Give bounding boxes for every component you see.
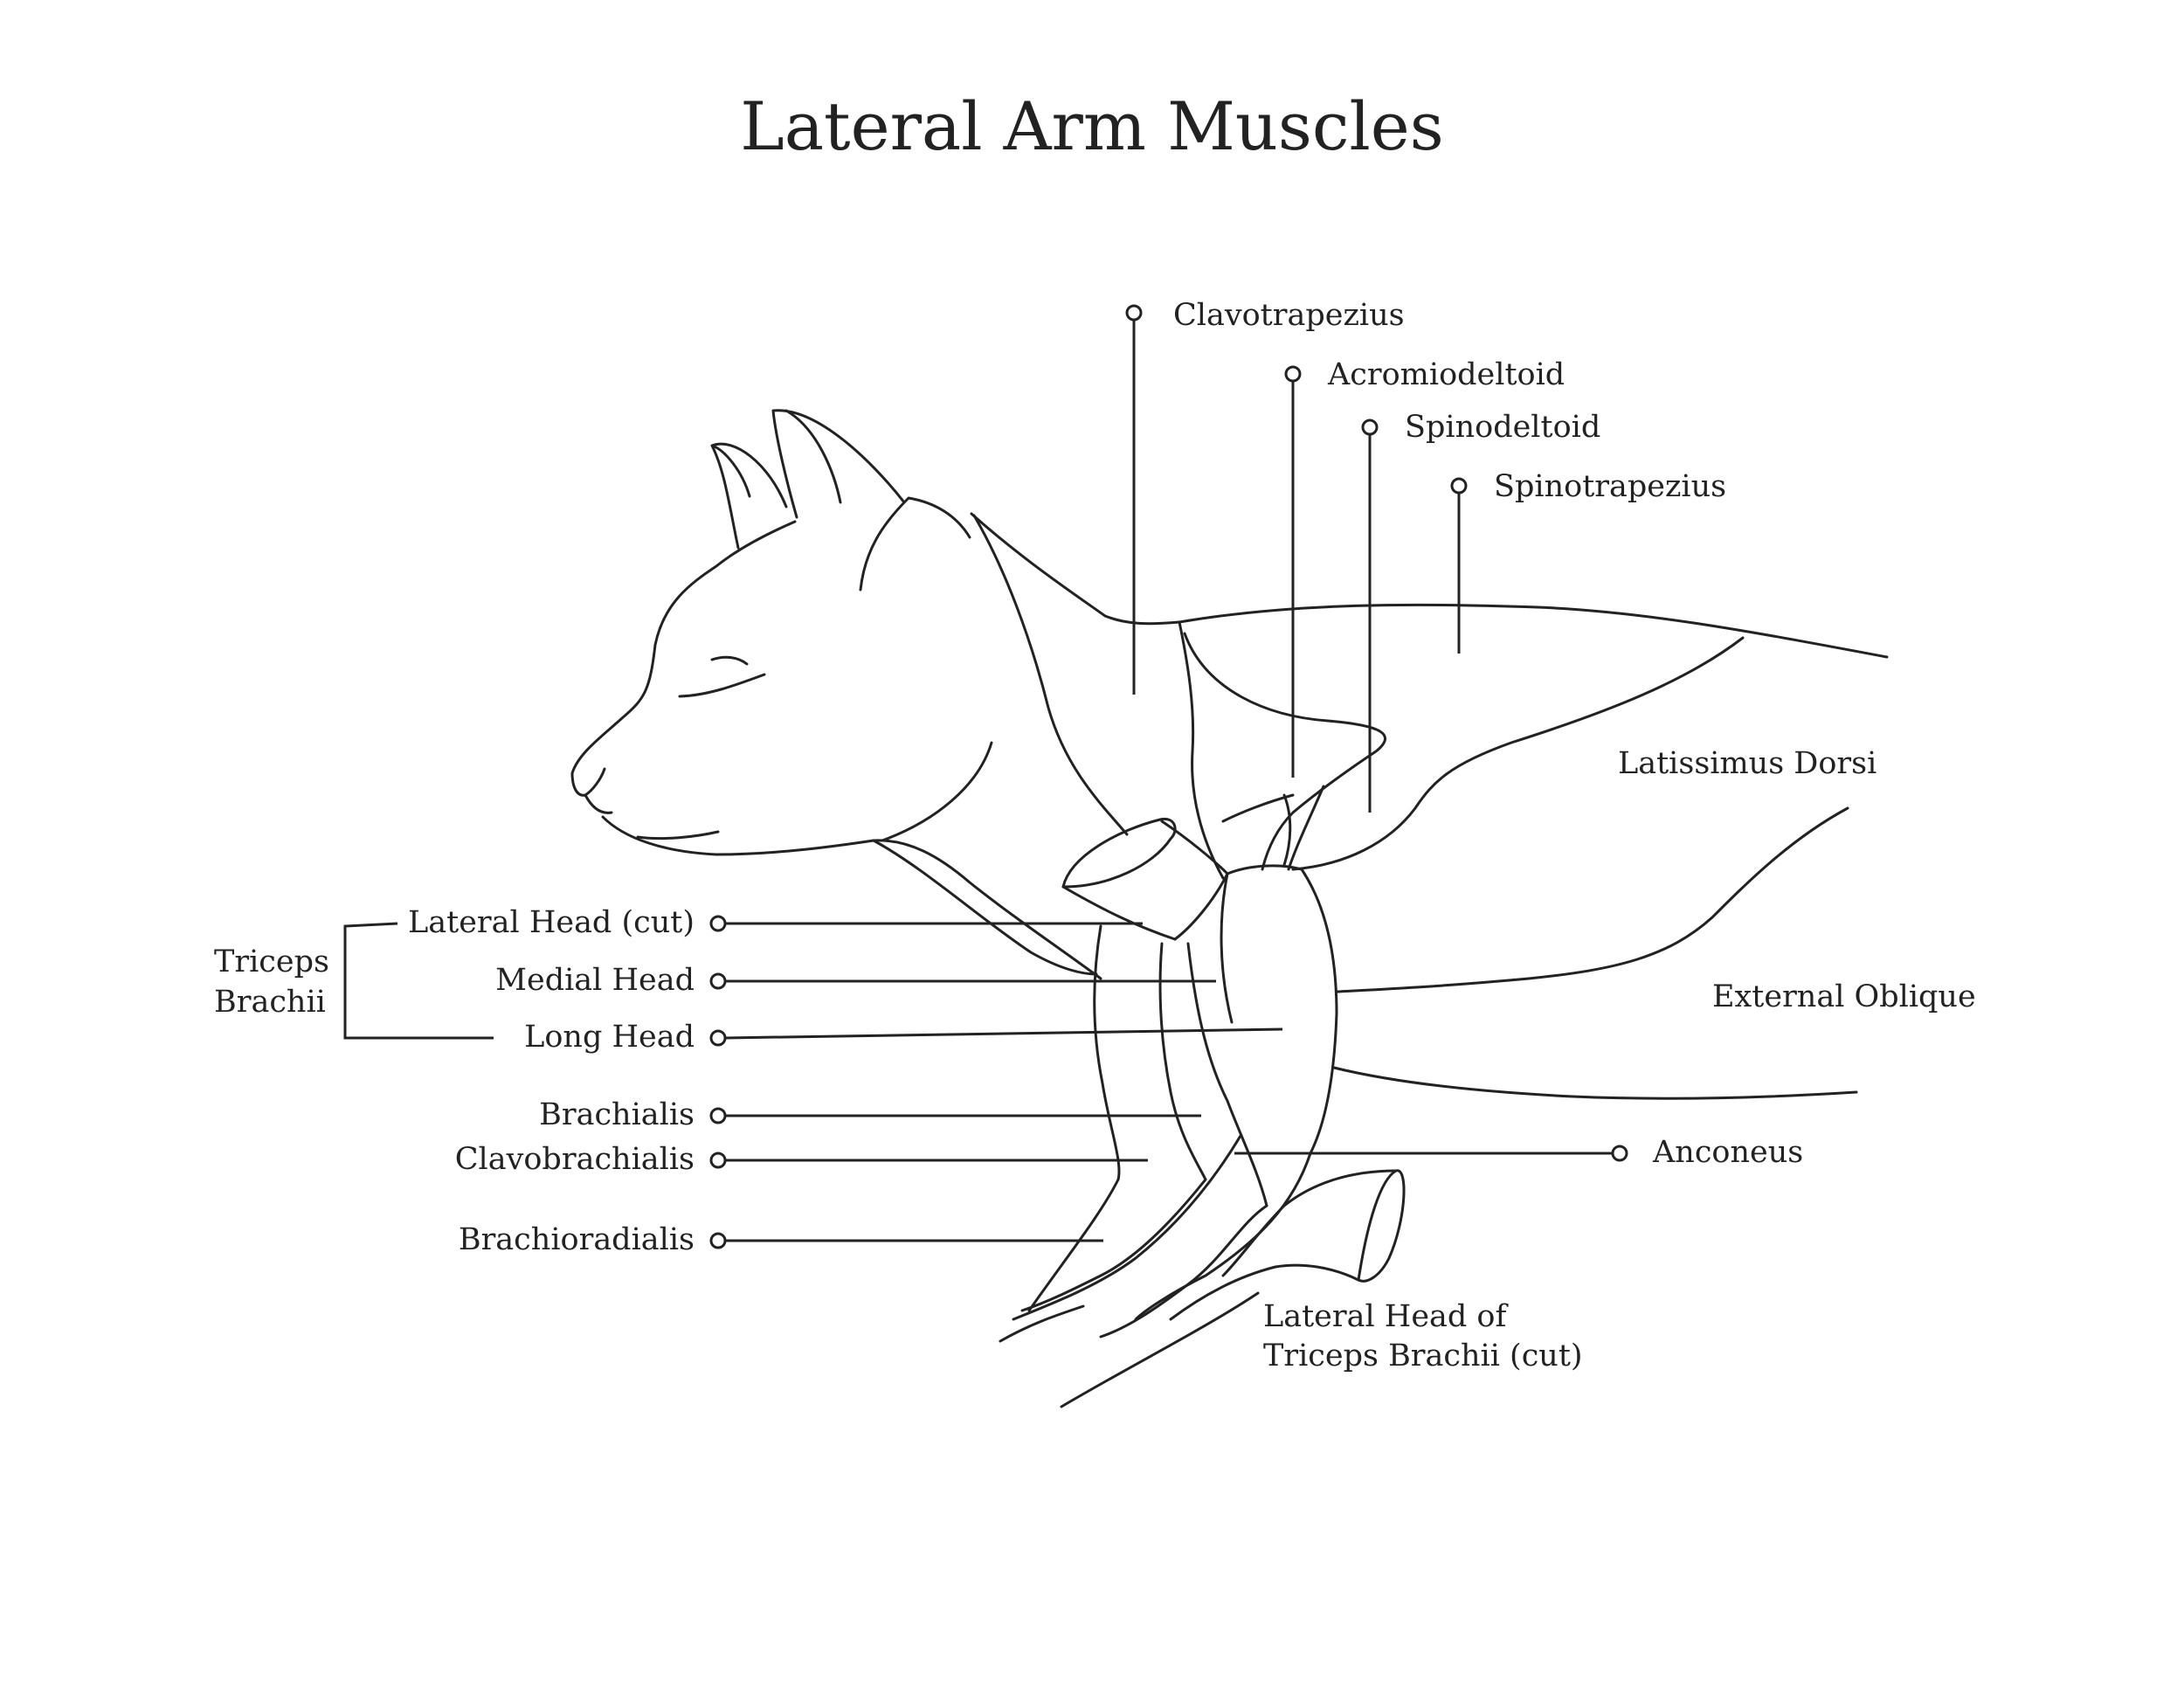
- label-medial-head: Medial Head: [495, 963, 695, 998]
- leader-lines: [343, 304, 1628, 1249]
- label-brachioradialis: Brachioradialis: [459, 1222, 695, 1257]
- label-lateral-head-of-triceps-2: Triceps Brachii (cut): [1263, 1339, 1583, 1373]
- label-acromiodeltoid: Acromiodeltoid: [1327, 357, 1565, 392]
- forearm-band-3: [1134, 1152, 1312, 1321]
- lateral-head-cut-side: [1061, 820, 1229, 941]
- back-line: [1178, 603, 1889, 659]
- long-head: [1220, 864, 1338, 1155]
- jaw-outline: [601, 815, 1102, 980]
- medial-head: [1093, 872, 1229, 1181]
- front-ear: [771, 409, 906, 519]
- lower-cut-side: [1169, 1169, 1398, 1321]
- label-spinotrapezius: Spinotrapezius: [1494, 469, 1726, 504]
- labels: Clavotrapezius Acromiodeltoid Spinodelto…: [214, 298, 1976, 1373]
- dot-medial-head: [709, 972, 727, 990]
- label-clavotrapezius: Clavotrapezius: [1173, 298, 1405, 333]
- closed-eye: [678, 655, 766, 698]
- label-brachialis: Brachialis: [539, 1097, 695, 1132]
- forearm-band-2: [1099, 1204, 1268, 1339]
- chin-line: [636, 830, 720, 841]
- neck-front-line: [872, 839, 1098, 976]
- cat-illustration: [570, 409, 1889, 1408]
- deltoid-lower: [1221, 793, 1295, 867]
- lower-cut-cylinder: [1357, 1169, 1406, 1283]
- dot-brachioradialis: [709, 1232, 727, 1249]
- brachioradialis-muscle: [1012, 1134, 1242, 1321]
- clavotrapezius-border: [972, 514, 1129, 836]
- belly-line: [1060, 1291, 1260, 1408]
- deltoid-lower-2: [1287, 785, 1325, 871]
- spinodeltoid-border: [1183, 632, 1386, 871]
- dot-lateral-head-cut: [709, 915, 727, 932]
- label-external-oblique: External Oblique: [1712, 979, 1976, 1014]
- clavobrachialis-muscle: [1158, 942, 1207, 1181]
- dot-clavobrachialis: [709, 1152, 727, 1169]
- diagram-title: Lateral Arm Muscles: [740, 87, 1444, 165]
- latissimus-border: [1291, 636, 1745, 871]
- forearm-band-1: [1020, 1178, 1207, 1312]
- dot-spinodeltoid: [1361, 419, 1379, 436]
- neck-back-line: [970, 512, 1181, 626]
- head-outline: [570, 520, 797, 814]
- dot-brachialis: [709, 1107, 727, 1124]
- label-lateral-head-of-triceps-1: Lateral Head of: [1263, 1299, 1510, 1334]
- label-long-head: Long Head: [524, 1020, 695, 1055]
- triceps-bracket: [343, 922, 494, 1040]
- label-lateral-head-cut: Lateral Head (cut): [408, 905, 695, 940]
- dot-spinotrapezius: [1450, 477, 1468, 495]
- label-clavobrachialis: Clavobrachialis: [455, 1142, 695, 1177]
- dot-acromiodeltoid: [1284, 365, 1302, 383]
- dot-long-head: [709, 1029, 727, 1047]
- lateral-head-cut-cylinder: [1061, 817, 1177, 889]
- label-triceps-group-2: Brachii: [214, 985, 326, 1020]
- label-spinodeltoid: Spinodeltoid: [1405, 410, 1600, 445]
- dot-anconeus: [1611, 1145, 1628, 1162]
- head-crease: [859, 496, 971, 591]
- external-oblique-lower: [1332, 1066, 1858, 1100]
- label-latissimus-dorsi: Latissimus Dorsi: [1618, 746, 1876, 781]
- label-triceps-group-1: Triceps: [214, 944, 329, 979]
- dot-clavotrapezius: [1125, 304, 1143, 322]
- acromiodeltoid-border: [1178, 620, 1225, 880]
- back-ear: [710, 442, 788, 550]
- external-oblique-upper: [1335, 806, 1849, 993]
- cheek-line: [881, 741, 993, 842]
- leader-long-head: [724, 1027, 1283, 1040]
- brachialis-muscle: [1186, 942, 1268, 1207]
- label-anconeus: Anconeus: [1652, 1135, 1803, 1170]
- paw-line: [999, 1304, 1085, 1343]
